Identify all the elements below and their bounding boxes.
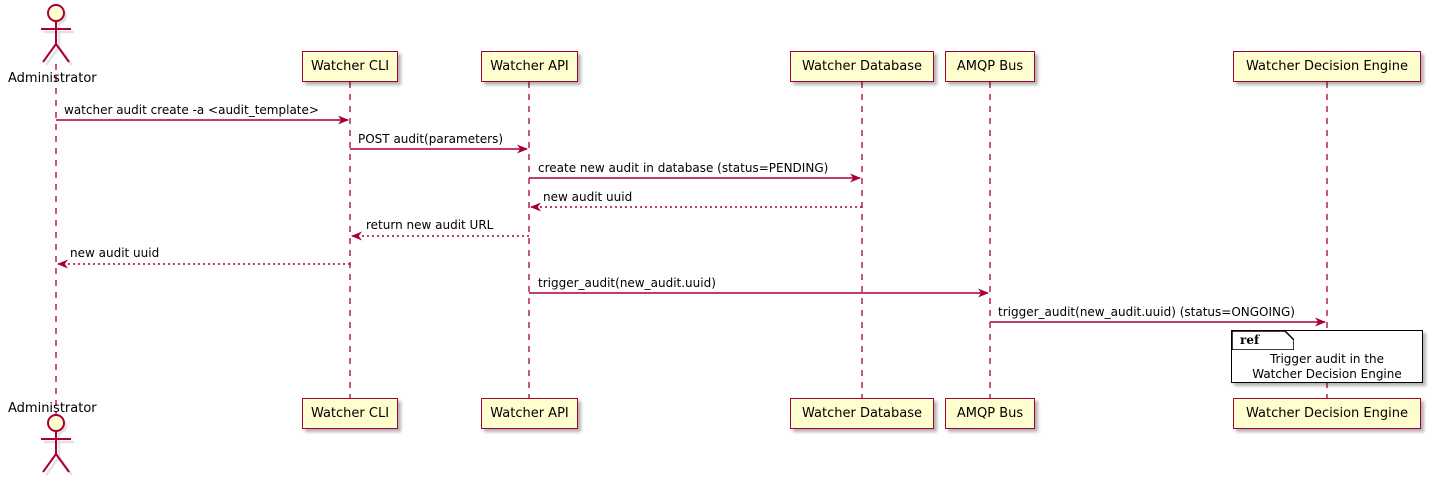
ref-fragment-line-1: Trigger audit in the bbox=[1269, 352, 1385, 366]
participant-watcher-database-bottom[interactable]: Watcher Database bbox=[790, 398, 934, 429]
message-label-5: return new audit URL bbox=[366, 218, 494, 232]
message-label-6: new audit uuid bbox=[70, 246, 160, 260]
message-label-4: new audit uuid bbox=[543, 190, 633, 204]
ref-fragment-line-2: Watcher Decision Engine bbox=[1252, 367, 1402, 381]
actor-label-administrator-top: Administrator bbox=[8, 71, 97, 86]
messages-group bbox=[56, 115, 1326, 327]
actor-administrator-top bbox=[41, 4, 74, 66]
message-label-2: POST audit(parameters) bbox=[358, 132, 504, 146]
participant-watcher-decision-engine-top[interactable]: Watcher Decision Engine bbox=[1233, 51, 1421, 82]
lifelines-group bbox=[55, 64, 1328, 416]
message-label-3: create new audit in database (status=PEN… bbox=[538, 161, 829, 175]
message-label-7: trigger_audit(new_audit.uuid) bbox=[538, 276, 716, 290]
participant-watcher-decision-engine-bottom[interactable]: Watcher Decision Engine bbox=[1233, 398, 1421, 429]
actor-label-administrator-bottom: Administrator bbox=[8, 401, 97, 416]
message-label-8: trigger_audit(new_audit.uuid) (status=ON… bbox=[998, 305, 1295, 319]
participant-watcher-database-top[interactable]: Watcher Database bbox=[790, 51, 934, 82]
participant-watcher-cli-bottom[interactable]: Watcher CLI bbox=[302, 398, 398, 429]
participant-watcher-api-bottom[interactable]: Watcher API bbox=[481, 398, 578, 429]
participant-amqp-bus-top[interactable]: AMQP Bus bbox=[945, 51, 1035, 82]
participant-amqp-bus-bottom[interactable]: AMQP Bus bbox=[945, 398, 1035, 429]
participant-watcher-api-top[interactable]: Watcher API bbox=[481, 51, 578, 82]
participant-watcher-cli-top[interactable]: Watcher CLI bbox=[302, 51, 398, 82]
ref-fragment-body: Trigger audit in the Watcher Decision En… bbox=[1232, 352, 1422, 382]
ref-fragment-tab: ref bbox=[1231, 330, 1295, 351]
ref-fragment: ref Trigger audit in the Watcher Decisio… bbox=[1231, 330, 1423, 383]
ref-fragment-label: ref bbox=[1240, 333, 1260, 347]
message-label-1: watcher audit create -a <audit_template> bbox=[64, 103, 319, 117]
actor-administrator-bottom bbox=[41, 414, 74, 476]
